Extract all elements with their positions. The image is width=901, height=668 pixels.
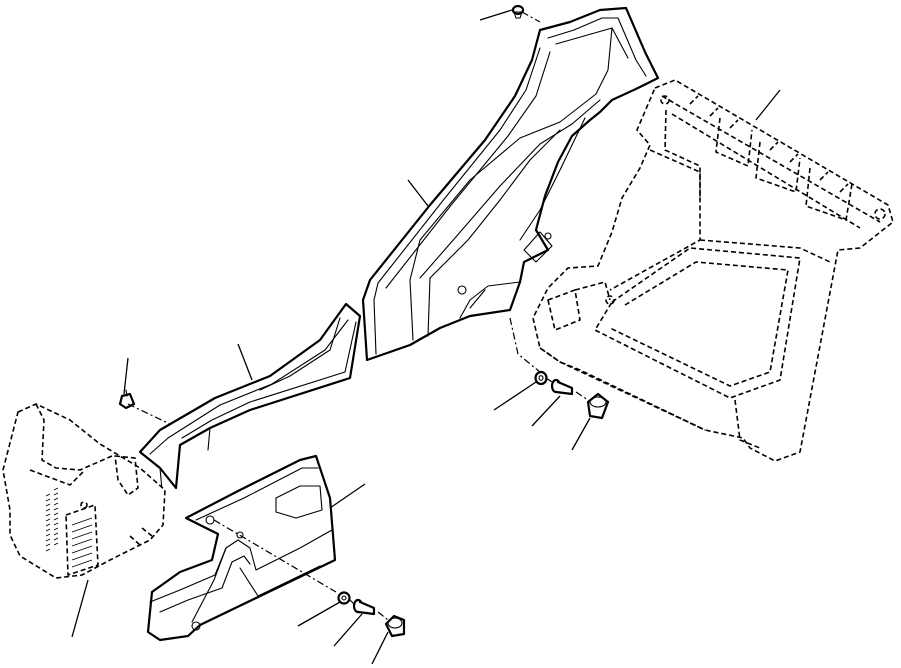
leader-left-dash-panel [71,579,89,638]
leader-upper-bolt [531,395,561,427]
center-pillar-trim [361,6,660,362]
lower-cap [384,614,406,638]
leader-rear-frame [755,89,781,121]
upper-bolt [550,378,574,396]
left-dash-panel [2,403,166,579]
leader-left-clip [123,357,129,395]
lower-washer [337,591,351,605]
assembly-guides [127,11,589,621]
left-clip [118,389,136,410]
rear-frame-panel [532,79,894,462]
top-clip [511,4,525,19]
leader-lines [71,9,781,665]
leader-lower-bolt [333,613,363,647]
leader-center-pillar [407,179,429,207]
upper-cap [586,392,610,420]
lower-bolt [352,598,376,616]
leader-upper-cap [571,417,591,451]
upper-washer [534,370,548,386]
leader-top-clip [479,9,513,21]
leader-upper-washer [493,381,537,411]
leader-upper-front-trim [237,343,253,381]
leader-lower-cap [371,631,389,665]
lower-front-trim [146,454,337,642]
upper-front-trim [138,302,362,491]
leader-lower-front-trim [329,483,366,509]
leader-lower-washer [297,601,341,627]
